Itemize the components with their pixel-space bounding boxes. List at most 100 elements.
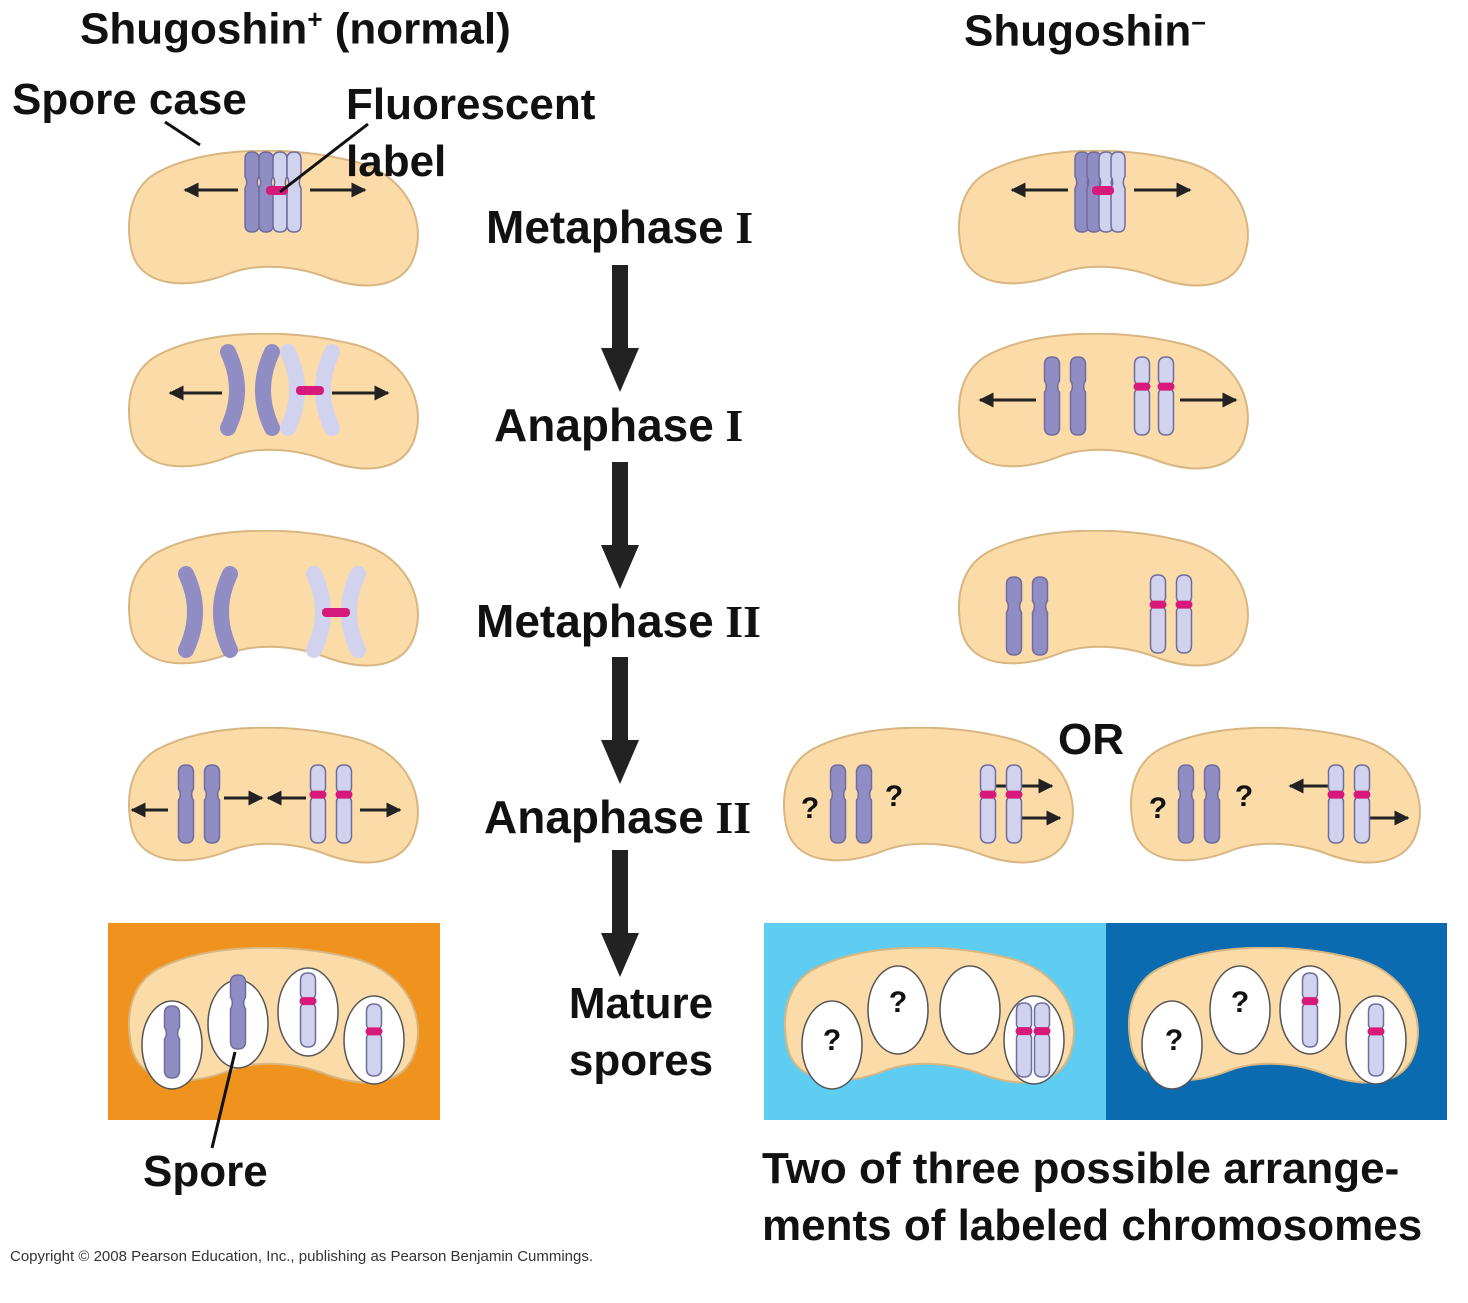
chrom-spore-n-4	[366, 1004, 383, 1076]
chrom-n-a2-2-body	[205, 765, 220, 843]
chrom-mu-a2b-4	[1354, 765, 1371, 843]
chrom-n-a2-4-body	[337, 765, 352, 843]
chrom-mu-m2-4	[1176, 575, 1193, 653]
chrom-mu-a2a-4	[1006, 765, 1023, 843]
question-mark-3: ?	[1149, 792, 1167, 825]
stage-metaphase-2-text: Metaphase	[476, 595, 714, 647]
question-mark-2: ?	[885, 780, 903, 813]
chrom-mu-a1-3	[1134, 357, 1151, 435]
stage-anaphase-1-text: Anaphase	[494, 399, 714, 451]
stage-anaphase-2-text: Anaphase	[484, 791, 704, 843]
chrom-n-a1-1-arm-right	[263, 352, 272, 428]
chrom-spore-n-1-body	[165, 1006, 180, 1078]
chrom-mu-m2-3-label	[1150, 601, 1167, 609]
stage-mature-spores: Mature spores	[556, 975, 726, 1089]
chrom-spore-n-3-body	[301, 973, 316, 1047]
chrom-spore-a-2-label	[1034, 1027, 1051, 1035]
chrom-n-m1-4-body	[287, 152, 301, 232]
stage-anaphase-1-numeral: I	[725, 400, 743, 451]
question-mark-6: ?	[889, 986, 907, 1019]
stage-metaphase-1-numeral: I	[735, 202, 753, 253]
spore-case-leader	[165, 122, 200, 145]
stage-anaphase-2: Anaphase II	[484, 794, 751, 841]
header-mutant: Shugoshin–	[964, 8, 1206, 54]
chrom-mu-a2b-2-body	[1205, 765, 1220, 843]
chrom-mu-a1-3-body	[1135, 357, 1150, 435]
stage-metaphase-1-text: Metaphase	[486, 201, 724, 253]
chrom-mu-a1-1	[1045, 357, 1060, 435]
stage-anaphase-1: Anaphase I	[494, 402, 743, 449]
header-normal-suffix: (normal)	[323, 5, 511, 54]
chrom-mu-a2b-1-body	[1179, 765, 1194, 843]
cell-mutant-anaphase-2-a	[784, 728, 1073, 863]
chrom-n-a1-2-label	[296, 386, 324, 395]
chrom-n-m2-1-arm-right	[221, 574, 230, 650]
caption: Two of three possible arrange- ments of …	[762, 1140, 1462, 1254]
chrom-mu-m2-1	[1007, 577, 1022, 655]
chrom-n-a2-4-label	[336, 791, 353, 799]
chrom-spore-n-3	[300, 973, 317, 1047]
chrom-n-m1-1-body	[245, 152, 259, 232]
cell-normal-metaphase-2	[129, 531, 418, 666]
chrom-spore-b-2-body	[1369, 1004, 1384, 1076]
chrom-n-a1-2-arm-left	[288, 352, 297, 428]
chrom-spore-n-3-label	[300, 997, 317, 1005]
fluorescent-label-label: Fluorescent label	[346, 76, 626, 190]
chrom-mu-a1-4-label	[1158, 383, 1175, 391]
chrom-mu-a2b-3-label	[1328, 791, 1345, 799]
chrom-mu-m2-4-body	[1177, 575, 1192, 653]
chrom-mu-m2-3	[1150, 575, 1167, 653]
stage-metaphase-2-numeral: II	[725, 596, 761, 647]
chrom-n-m2-2-arm-right	[349, 574, 358, 650]
chrom-spore-a-2-body	[1035, 1003, 1050, 1077]
chrom-mu-a1-4	[1158, 357, 1175, 435]
chrom-spore-a-1-body	[1017, 1003, 1032, 1077]
chrom-spore-n-4-body	[367, 1004, 382, 1076]
stage-arrowhead-3	[601, 740, 639, 784]
chrom-mu-m2-1-body	[1007, 577, 1022, 655]
chrom-mu-m2-2	[1033, 577, 1048, 655]
or-label: OR	[1058, 718, 1124, 762]
chrom-n-a2-3-label	[310, 791, 327, 799]
chrom-spore-n-2	[231, 975, 246, 1049]
chrom-mu-m2-4-label	[1176, 601, 1193, 609]
chrom-n-a2-3	[310, 765, 327, 843]
stage-metaphase-1: Metaphase I	[486, 204, 753, 251]
chrom-mu-a2a-3-body	[981, 765, 996, 843]
header-normal-prefix: Shugoshin	[80, 5, 307, 54]
chrom-mu-a2a-4-body	[1007, 765, 1022, 843]
chrom-mu-m1-label	[1092, 186, 1114, 195]
cell-normal-anaphase-2	[129, 728, 418, 863]
question-mark-4: ?	[1235, 780, 1253, 813]
spore-mutant-a-3	[940, 966, 1000, 1054]
chrom-n-a1-1-arm-left	[228, 352, 237, 428]
chrom-spore-n-1	[165, 1006, 180, 1078]
chrom-mu-a2b-3-body	[1329, 765, 1344, 843]
chrom-mu-a1-3-label	[1134, 383, 1151, 391]
chrom-mu-a2a-3-label	[980, 791, 997, 799]
cell-mutant-metaphase-2	[959, 531, 1248, 666]
spore-case-label: Spore case	[12, 78, 247, 122]
chrom-mu-a2a-3	[980, 765, 997, 843]
chrom-spore-b-1	[1302, 973, 1319, 1047]
chrom-n-m1-4	[287, 152, 301, 232]
chrom-spore-a-1	[1016, 1003, 1033, 1077]
chrom-mu-a2b-3	[1328, 765, 1345, 843]
chrom-spore-b-2	[1368, 1004, 1385, 1076]
chrom-n-a2-3-body	[311, 765, 326, 843]
chrom-n-a1-2-arm-right	[323, 352, 332, 428]
chrom-mu-a2b-4-body	[1355, 765, 1370, 843]
chrom-mu-a2b-2	[1205, 765, 1220, 843]
chrom-n-m2-2-arm-left	[314, 574, 323, 650]
chrom-mu-a2b-1	[1179, 765, 1194, 843]
chrom-mu-a2a-1	[831, 765, 846, 843]
stage-anaphase-2-numeral: II	[715, 792, 751, 843]
chrom-spore-b-1-body	[1303, 973, 1318, 1047]
header-normal: Shugoshin+ (normal)	[80, 6, 511, 52]
chrom-n-m1-1	[245, 152, 259, 232]
chrom-n-a2-2	[205, 765, 220, 843]
stage-arrowhead-2	[601, 545, 639, 589]
chrom-n-m2-1-arm-left	[186, 574, 195, 650]
chrom-mu-a1-4-body	[1159, 357, 1174, 435]
